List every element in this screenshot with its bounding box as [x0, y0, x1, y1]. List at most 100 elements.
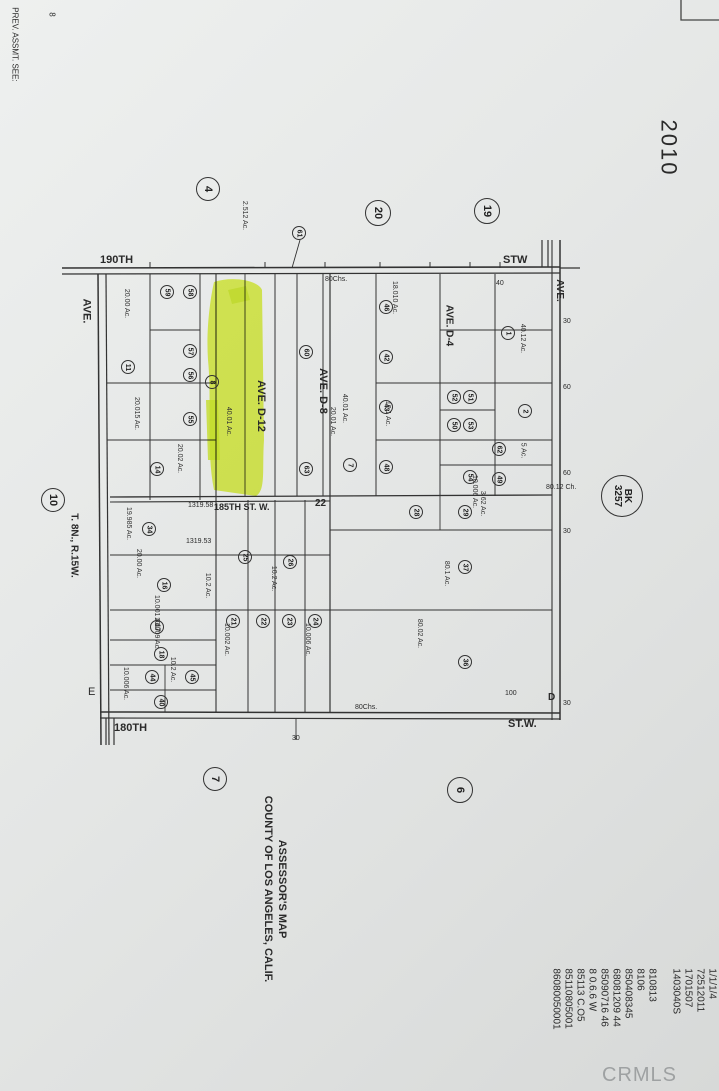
lot-circle: 61: [292, 226, 306, 240]
ave-d12-label: AVE. D-12: [254, 380, 267, 432]
lot-circle: 22: [256, 614, 270, 628]
lot-circle: 52: [447, 390, 461, 404]
lot-circle: 45: [185, 670, 199, 684]
area-annotation: 10.2 Ac.: [270, 565, 278, 592]
lot-circle: 37: [458, 560, 472, 574]
area-annotation: 80.02 Ac.: [416, 618, 424, 649]
letter-e-label: E: [88, 686, 96, 698]
area-annotation: 10.006 Ac.: [471, 474, 479, 509]
lot-circle: 46: [379, 300, 393, 314]
lot-circle: 14: [150, 462, 164, 476]
area-annotation: 5 Ac.: [519, 442, 527, 459]
map-title: ASSESSOR'S MAP COUNTY OF LOS ANGELES, CA…: [262, 795, 289, 983]
street-190th-stw-label: STW: [503, 254, 528, 266]
lot-circle: 36: [458, 655, 472, 669]
lot-circle: 60: [299, 345, 313, 359]
lot-circle: 44: [145, 670, 159, 684]
lot-circle: 53: [463, 418, 477, 432]
lot-circle: 8: [205, 375, 219, 389]
lot-circle: 24: [308, 614, 322, 628]
distance-label: 60: [563, 470, 571, 477]
distance-label: 30: [563, 528, 571, 535]
lot-circle: 29: [458, 505, 472, 519]
avenue-label-west: AVE.: [80, 298, 93, 324]
area-annotation: 18.010 Ac.: [391, 280, 399, 315]
street-180th-stw-label: ST.W.: [508, 718, 537, 730]
township-range-label: T. 8N., R.15W.: [68, 513, 80, 578]
street-190th-label: 190TH: [100, 254, 134, 266]
area-annotation: 20.02 Ac.: [176, 443, 184, 474]
street-180th-label: 180TH: [114, 722, 148, 734]
lot-circle: 58: [183, 285, 197, 299]
avenue-label-east: AVE.: [553, 279, 565, 302]
area-annotation: 20.00 Ac.: [123, 288, 131, 319]
section-number-22: 22: [315, 498, 327, 509]
lot-circle: 57: [183, 344, 197, 358]
lot-circle: 16: [157, 578, 171, 592]
area-annotation: 10.006 Ac.: [304, 622, 312, 657]
lot-circle: 51: [463, 390, 477, 404]
area-annotation: 2.512 Ac.: [241, 200, 249, 231]
section-circle-6: 6: [447, 777, 473, 803]
distance-label: 30: [292, 735, 300, 742]
area-annotation: 20.01 Ac.: [329, 406, 337, 437]
lot-circle: 49: [492, 472, 506, 486]
letter-d-label: D: [548, 692, 556, 703]
lot-circle: 18: [154, 647, 168, 661]
margin-note: PREV. ASSMT. SEE:: [10, 7, 20, 82]
lot-circle: 43: [379, 400, 393, 414]
lot-circle: 28: [409, 505, 423, 519]
area-annotation: 10.2 Ac.: [169, 656, 177, 683]
area-annotation: 10.002 Ac.: [223, 622, 231, 657]
ave-d4-label: AVE. D-4: [443, 304, 455, 347]
area-annotation: 19.985 Ac.: [125, 506, 133, 541]
distance-label: 80Chs.: [355, 704, 378, 711]
lot-circle: 25: [238, 550, 252, 564]
lot-circle: 62: [492, 442, 506, 456]
lot-circle: 23: [282, 614, 296, 628]
lot-circle: 54: [463, 470, 477, 484]
lot-circle: 17: [150, 620, 164, 634]
distance-label: 30: [563, 318, 571, 325]
lot-circle: 56: [183, 368, 197, 382]
distance-label: 80.12 Ch.: [546, 484, 577, 491]
distance-label: 1319.53: [186, 538, 212, 545]
lot-circle: 63: [299, 462, 313, 476]
section-circle-7: 7: [203, 767, 227, 791]
section-circle-19: 19: [474, 198, 500, 224]
area-annotation: 10.2 Ac.: [204, 572, 212, 599]
area-annotation: 10.1 Ac.: [384, 400, 392, 427]
distance-label: 100: [505, 690, 517, 697]
area-annotation: 20.00 Ac.: [135, 548, 143, 579]
lot-circle: 50: [447, 418, 461, 432]
lot-circle: 26: [283, 555, 297, 569]
distance-label: 1319.58: [188, 502, 214, 509]
page-number: 2010: [656, 119, 682, 177]
lot-circle: 7: [343, 458, 357, 472]
distance-label: 40: [496, 280, 504, 287]
area-annotation: 40.01 Ac.: [341, 393, 349, 424]
lot-circle: 48: [379, 460, 393, 474]
lot-circle: 1: [501, 326, 515, 340]
lot-circle: 2: [518, 404, 532, 418]
section-circle-20: 20: [365, 200, 391, 226]
section-circle-4: 4: [196, 177, 220, 201]
lot-circle: 42: [379, 350, 393, 364]
area-annotation: 20.015 Ac.: [133, 396, 141, 431]
section-circle-10: 10: [41, 488, 65, 512]
lot-circle: 59: [160, 285, 174, 299]
book-reference-circle: BK 3257: [601, 475, 643, 517]
lot-circle: 21: [226, 614, 240, 628]
corner-mark: 8: [47, 12, 57, 17]
lot-circle: 11: [121, 360, 135, 374]
revision-log: 6710130125 66066125 66081209 66081209-03…: [550, 968, 719, 1030]
area-annotation: 40.01 Ac.: [225, 406, 233, 437]
area-annotation: 80.1 Ac.: [443, 560, 451, 587]
area-annotation: 3.62 Ac.: [479, 490, 487, 517]
lot-circle: 34: [142, 522, 156, 536]
street-185th-label: 185TH ST. W.: [214, 502, 270, 512]
area-annotation: 10.006 Ac.: [122, 666, 130, 701]
